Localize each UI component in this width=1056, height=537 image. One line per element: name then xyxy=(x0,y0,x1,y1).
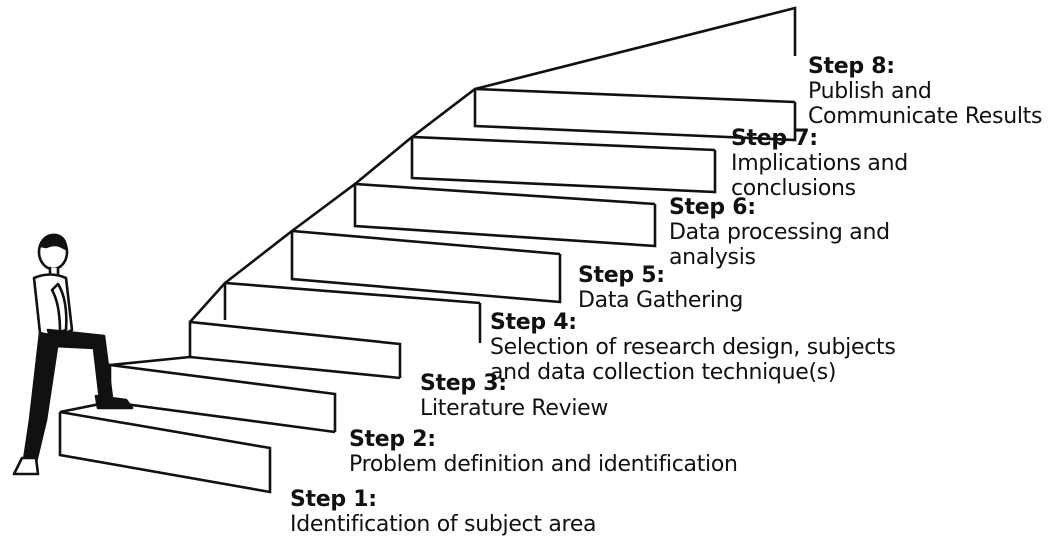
step-1-text: Identification of subject area xyxy=(290,512,597,537)
step-4-label: Step 4: Selection of research design, su… xyxy=(490,285,896,385)
stair-step-8 xyxy=(473,89,797,142)
step-5-text: Data Gathering xyxy=(578,288,744,313)
stair-step-7 xyxy=(410,137,717,194)
step-6-number: Step 6: xyxy=(669,195,756,220)
step-2-label: Step 2: Problem definition and identific… xyxy=(349,402,738,477)
step-8-text: Publish and Communicate Results xyxy=(808,79,1043,129)
stair-step-2 xyxy=(108,363,337,432)
step-7-text: Implications and conclusions xyxy=(731,151,908,201)
step-4-number: Step 4: xyxy=(490,310,577,335)
step-5-number: Step 5: xyxy=(578,263,665,288)
step-7-number: Step 7: xyxy=(731,126,818,151)
step-3-label: Step 3: Literature Review xyxy=(420,346,608,421)
step-1-number: Step 1: xyxy=(290,487,377,512)
step-6-text: Data processing and analysis xyxy=(669,220,890,270)
step-8-label: Step 8: Publish and Communicate Results xyxy=(808,29,1042,129)
step-4-text: Selection of research design, subjects a… xyxy=(490,335,896,385)
step-7-label: Step 7: Implications and conclusions xyxy=(731,101,908,201)
step-5-label: Step 5: Data Gathering xyxy=(578,238,743,313)
step-2-text: Problem definition and identification xyxy=(349,452,738,477)
staircase-drawing xyxy=(12,6,797,494)
step-2-number: Step 2: xyxy=(349,427,436,452)
stair-step-6 xyxy=(353,184,657,248)
step-3-number: Step 3: xyxy=(420,371,507,396)
step-3-text: Literature Review xyxy=(420,396,609,421)
person-climbing-stairs-icon xyxy=(12,233,134,476)
stair-step-3 xyxy=(188,320,402,378)
step-6-label: Step 6: Data processing and analysis xyxy=(669,170,890,270)
stair-step-5 xyxy=(290,231,562,304)
step-8-number: Step 8: xyxy=(808,54,895,79)
